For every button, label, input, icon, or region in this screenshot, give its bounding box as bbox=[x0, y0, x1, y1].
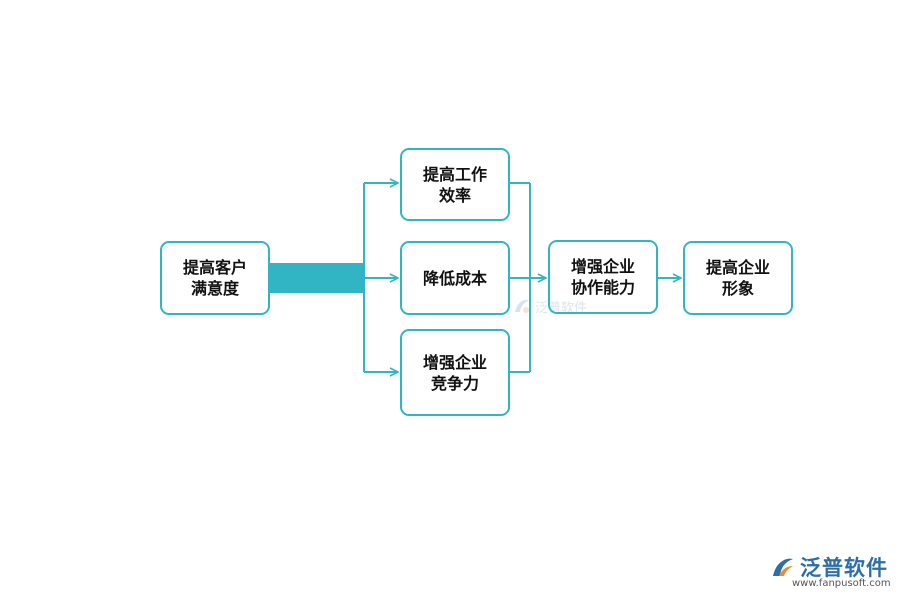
brand-logo: 泛普软件 bbox=[770, 552, 888, 582]
node-reduce-cost: 降低成本 bbox=[400, 241, 510, 315]
node-corporate-image: 提高企业 形象 bbox=[683, 241, 793, 315]
watermark: 泛普软件 bbox=[512, 296, 587, 316]
node-work-efficiency: 提高工作 效率 bbox=[400, 148, 510, 221]
watermark-text: 泛普软件 bbox=[535, 300, 588, 316]
source-connector-bar bbox=[268, 263, 364, 293]
node-customer-satisfaction: 提高客户 满意度 bbox=[160, 241, 270, 315]
brand-logo-text: 泛普软件 bbox=[800, 556, 888, 580]
watermark-logo-icon bbox=[515, 299, 529, 313]
node-competitiveness: 增强企业 竞争力 bbox=[400, 329, 510, 416]
node-collaboration: 增强企业 协作能力 bbox=[548, 240, 658, 314]
brand-logo-icon bbox=[773, 558, 793, 576]
brand-logo-url: www.fanpusoft.com bbox=[792, 578, 891, 589]
